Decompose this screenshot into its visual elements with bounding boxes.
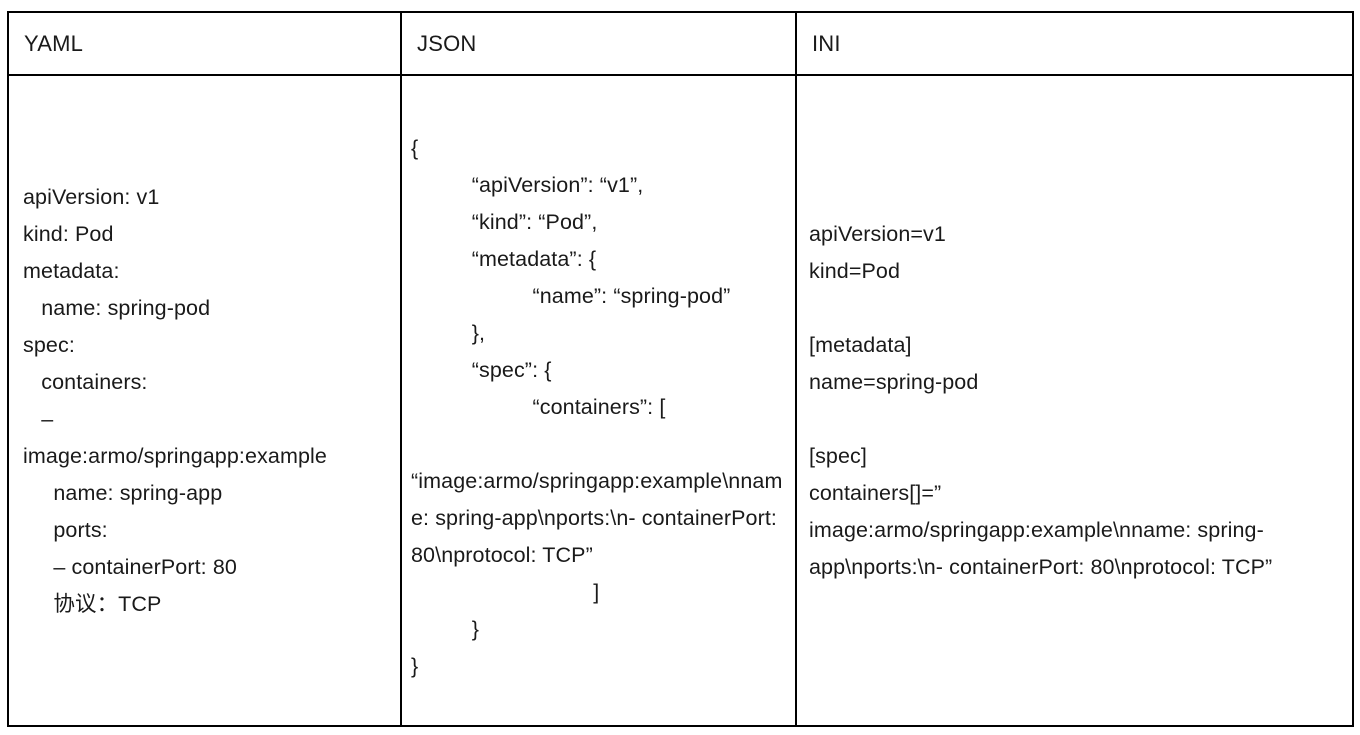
table-header-row: YAML JSON INI: [7, 11, 1354, 76]
column-header-ini: INI: [795, 11, 1354, 76]
table-row: apiVersion: v1 kind: Pod metadata: name:…: [7, 74, 1354, 727]
format-comparison-table: YAML JSON INI apiVersion: v1 kind: Pod m…: [7, 11, 1354, 727]
cell-ini-snippet: apiVersion=v1 kind=Pod [metadata] name=s…: [795, 74, 1354, 727]
column-header-json: JSON: [400, 11, 797, 76]
column-header-json-label: JSON: [417, 30, 477, 56]
cell-json-snippet: { “apiVersion”: “v1”, “kind”: “Pod”, “me…: [400, 74, 797, 727]
table-body: apiVersion: v1 kind: Pod metadata: name:…: [7, 74, 1354, 727]
column-header-ini-label: INI: [812, 30, 841, 56]
column-header-yaml-label: YAML: [24, 30, 84, 56]
ini-code-block: apiVersion=v1 kind=Pod [metadata] name=s…: [809, 221, 1273, 579]
column-header-yaml: YAML: [7, 11, 402, 76]
table-header-row-group: YAML JSON INI: [7, 11, 1354, 76]
yaml-code-block: apiVersion: v1 kind: Pod metadata: name:…: [23, 184, 327, 616]
cell-yaml-snippet: apiVersion: v1 kind: Pod metadata: name:…: [7, 74, 402, 727]
json-code-block: { “apiVersion”: “v1”, “kind”: “Pod”, “me…: [411, 136, 783, 678]
